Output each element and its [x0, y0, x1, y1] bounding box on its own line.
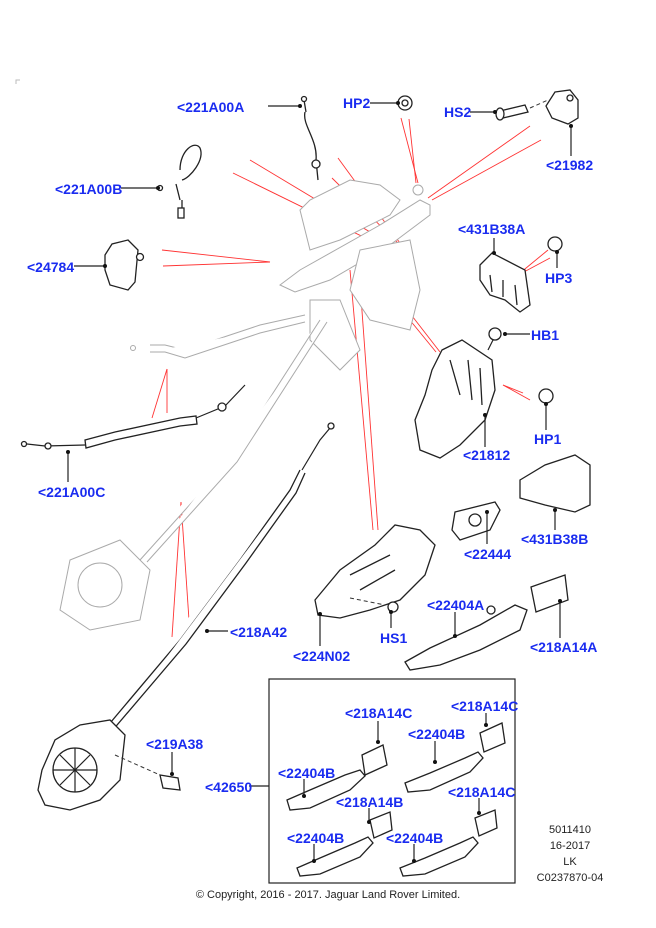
label-24784[interactable]: <24784	[27, 259, 75, 275]
label-HP2[interactable]: HP2	[343, 95, 371, 111]
kit-box	[268, 678, 516, 884]
info-line-3: LK	[563, 856, 577, 868]
kit-label-cap-3[interactable]: <218A14B	[336, 794, 404, 810]
part-21982	[545, 89, 579, 125]
info-line-4: C0237870-04	[536, 872, 604, 884]
label-221A00A[interactable]: <221A00A	[177, 99, 245, 115]
corner-mark	[15, 79, 20, 84]
label-221A00C[interactable]: <221A00C	[38, 484, 106, 500]
kit-label-handle-1[interactable]: <22404B	[278, 765, 336, 781]
kit-handles	[286, 722, 506, 877]
kit-label-handle-2[interactable]: <22404B	[408, 726, 466, 742]
handle-carrier-ghost	[59, 179, 431, 631]
label-22444[interactable]: <22444	[464, 546, 512, 562]
part-218A42	[99, 422, 335, 739]
label-21812[interactable]: <21812	[463, 447, 511, 463]
label-42650[interactable]: <42650	[205, 779, 253, 795]
part-24784	[104, 239, 145, 291]
kit-label-cap-2[interactable]: <218A14C	[451, 698, 519, 714]
kit-label-cap-4[interactable]: <218A14C	[448, 784, 516, 800]
label-219A38[interactable]: <219A38	[146, 736, 204, 752]
part-221A00B	[156, 144, 202, 219]
part-HP1	[538, 388, 554, 404]
part-HS2	[495, 99, 549, 121]
part-22404A	[404, 604, 528, 671]
part-HP3	[547, 236, 563, 252]
kit-label-handle-3[interactable]: <22404B	[287, 830, 345, 846]
part-219A38	[114, 754, 181, 791]
part-HB1	[487, 327, 502, 351]
part-431B38B	[519, 454, 591, 513]
label-HP3[interactable]: HP3	[545, 270, 573, 286]
label-22404A[interactable]: <22404A	[427, 597, 485, 613]
label-HS1[interactable]: HS1	[380, 630, 408, 646]
label-431B38B[interactable]: <431B38B	[521, 531, 589, 547]
part-21812	[414, 339, 496, 459]
part-221A00A	[300, 95, 321, 181]
kit-label-cap-1[interactable]: <218A14C	[345, 705, 413, 721]
kit-label-handle-4[interactable]: <22404B	[386, 830, 444, 846]
label-431B38A[interactable]: <431B38A	[458, 221, 526, 237]
part-221A00C	[20, 384, 246, 450]
part-latch-actuator	[37, 719, 126, 811]
part-218A14A	[530, 574, 569, 613]
leader-lines	[66, 101, 573, 863]
label-218A42[interactable]: <218A42	[230, 624, 288, 640]
copyright-text: © Copyright, 2016 - 2017. Jaguar Land Ro…	[195, 889, 461, 901]
label-224N02[interactable]: <224N02	[293, 648, 351, 664]
info-line-2: 16-2017	[549, 840, 591, 852]
part-HP2	[397, 95, 413, 111]
label-218A14A[interactable]: <218A14A	[530, 639, 598, 655]
label-HS2[interactable]: HS2	[444, 104, 472, 120]
label-HP1[interactable]: HP1	[534, 431, 562, 447]
label-HB1[interactable]: HB1	[531, 327, 560, 343]
label-21982[interactable]: <21982	[546, 157, 594, 173]
label-221A00B[interactable]: <221A00B	[55, 181, 123, 197]
part-22444	[451, 501, 501, 541]
info-line-1: 5011410	[548, 824, 591, 836]
part-431B38A	[479, 252, 531, 313]
part-224N02	[314, 524, 436, 619]
